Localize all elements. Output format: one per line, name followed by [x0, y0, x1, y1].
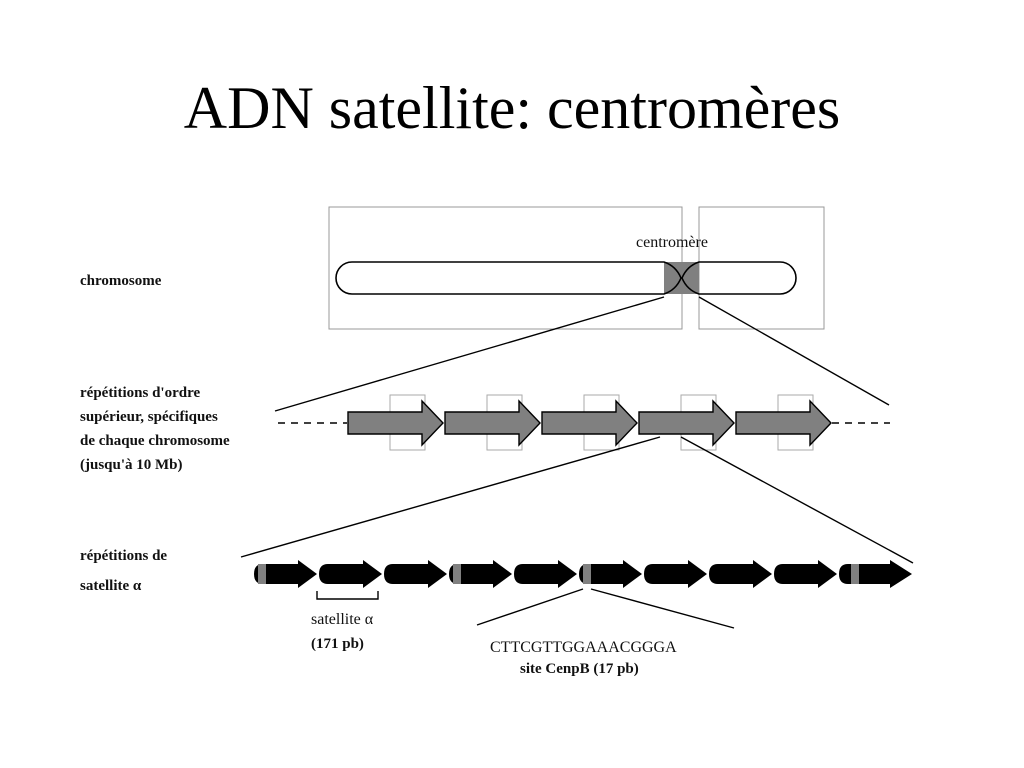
chromosome-right-arm: [681, 261, 797, 295]
label-chromosome: chromosome: [80, 273, 162, 289]
label-hor-line3: de chaque chromosome: [80, 433, 230, 449]
chromosome-frame-left: [328, 206, 683, 330]
alpha-monomer-grey-mark: [453, 564, 461, 584]
alpha-monomer-arrow: [319, 560, 382, 588]
label-hor-line1: répétitions d'ordre: [80, 385, 200, 401]
alpha-monomer-grey-mark: [258, 564, 266, 584]
monomer-bracket: [316, 591, 379, 600]
alpha-monomer-arrow: [514, 560, 577, 588]
label-monomer-size: (171 pb): [311, 636, 364, 652]
alpha-monomer-arrow: [254, 560, 317, 588]
alpha-monomer-grey-mark: [583, 564, 591, 584]
hor-unit-arrow: [444, 399, 541, 447]
zoom-line-alpha-left: [240, 436, 661, 558]
zoom-line-hor-right: [698, 296, 890, 406]
alpha-monomer-row: [254, 560, 912, 588]
label-alpha-line2: satellite α: [80, 578, 142, 594]
label-cenpb-site: site CenpB (17 pb): [520, 661, 639, 677]
label-hor-line4: (jusqu'à 10 Mb): [80, 457, 183, 473]
hor-unit-arrow: [735, 399, 832, 447]
zoom-line-hor-left: [274, 296, 665, 412]
alpha-monomer-arrow: [579, 560, 642, 588]
hor-unit-arrow: [347, 399, 444, 447]
slide-title: ADN satellite: centromères: [183, 75, 841, 141]
label-centromere: centromère: [636, 234, 708, 251]
alpha-monomer-arrow: [709, 560, 772, 588]
zoom-line-alpha-right: [680, 436, 914, 564]
alpha-monomer-arrow: [449, 560, 512, 588]
hor-unit-arrow: [638, 399, 735, 447]
alpha-monomer-arrow: [774, 560, 837, 588]
chromosome-frame-right: [698, 206, 825, 330]
alpha-monomer-arrow: [839, 560, 912, 588]
label-cenpb-sequence: CTTCGTTGGAAACGGGA: [490, 639, 677, 656]
alpha-monomer-grey-mark: [851, 564, 859, 584]
alpha-monomer-arrow: [384, 560, 447, 588]
chromosome-left-arm: [335, 261, 682, 295]
label-alpha-line1: répétitions de: [80, 548, 167, 564]
cenpb-callout-right: [590, 588, 735, 629]
label-monomer-name: satellite α: [311, 611, 374, 628]
label-hor-line2: supérieur, spécifiques: [80, 409, 218, 425]
cenpb-callout-left: [476, 588, 584, 626]
alpha-monomer-arrow: [644, 560, 707, 588]
hor-unit-arrow: [541, 399, 638, 447]
